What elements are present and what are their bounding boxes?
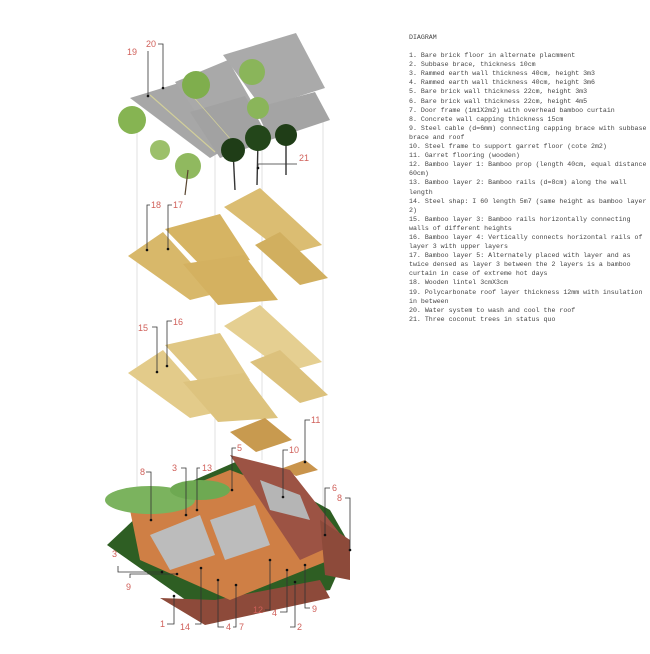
callout-9-left: 9	[126, 582, 131, 592]
legend-item: 12. Bamboo layer 1: Bamboo prop (length …	[409, 161, 647, 178]
legend-item: 5. Bare brick wall thickness 22cm, heigh…	[409, 88, 588, 96]
callout-1: 1	[160, 619, 165, 629]
callout-4-right: 4	[272, 608, 277, 618]
callout-8-left: 8	[140, 467, 145, 477]
callout-9-right: 9	[312, 604, 317, 614]
legend-item: 19. Polycarbonate roof layer thickness 1…	[409, 288, 643, 305]
legend-item: 4. Rammed earth wall thickness 40cm, hei…	[409, 79, 595, 87]
callout-7: 7	[239, 622, 244, 632]
legend-item: 21. Three coconut trees in status quo	[409, 315, 556, 323]
callout-5: 5	[237, 443, 242, 453]
bamboo-layer-3-4	[128, 305, 328, 422]
callout-8-right: 8	[337, 493, 342, 503]
callout-4-bottom: 4	[226, 622, 231, 632]
callout-18: 18	[151, 200, 161, 210]
legend-item: 14. Steel shap: I 60 length 5m7 (same he…	[409, 197, 647, 214]
callout-2: 2	[297, 622, 302, 632]
legend-item: 2. Subbase brace, thickness 10cm	[409, 61, 536, 69]
callout-13: 13	[202, 463, 212, 473]
legend-item: 3. Rammed earth wall thickness 40cm, hei…	[409, 70, 595, 78]
callout-15: 15	[138, 323, 148, 333]
legend-item: 6. Bare brick wall thickness 22cm, heigh…	[409, 97, 588, 105]
callout-10: 10	[289, 445, 299, 455]
legend-item: 13. Bamboo layer 2: Bamboo rails (d=8cm)…	[409, 179, 627, 196]
callout-16: 16	[173, 317, 183, 327]
legend-item: 7. Door frame (1m1X2m2) with overhead ba…	[409, 106, 615, 114]
legend-item: 8. Concrete wall capping thickness 15cm	[409, 115, 564, 123]
legend-item: 9. Steel cable (d=6mm) connecting cappin…	[409, 124, 647, 141]
callout-12: 12	[253, 605, 263, 615]
legend-title: DIAGRAM	[409, 34, 437, 41]
callout-labels: 19 20 21 18 17 15 16 11 10 5 8 3 13 6 8 …	[112, 39, 342, 632]
bamboo-layer-5	[128, 188, 328, 305]
diagram-legend: DIAGRAM 1. Bare brick floor in alternate…	[409, 33, 649, 324]
callout-14: 14	[180, 622, 190, 632]
callout-3-top: 3	[172, 463, 177, 473]
legend-item: 15. Bamboo layer 3: Bamboo rails horizon…	[409, 215, 631, 232]
callout-19: 19	[127, 47, 137, 57]
callout-3-left: 3	[112, 549, 117, 559]
trees	[118, 59, 269, 196]
callout-11: 11	[311, 415, 320, 425]
building-base	[107, 455, 350, 625]
legend-item: 17. Bamboo layer 5: Alternately placed w…	[409, 252, 631, 278]
callout-leaders	[117, 43, 352, 628]
legend-item: 1. Bare brick floor in alternate placmme…	[409, 52, 576, 60]
garret-flooring	[230, 418, 318, 476]
legend-item: 10. Steel frame to support garret floor …	[409, 143, 607, 151]
legend-item: 16. Bamboo layer 4: Vertically connects …	[409, 233, 643, 251]
legend-item: 20. Water system to wash and cool the ro…	[409, 306, 576, 314]
callout-6: 6	[332, 483, 337, 493]
callout-21: 21	[299, 153, 309, 163]
hedges	[105, 480, 230, 514]
legend-item: 11. Garret flooring (wooden)	[409, 152, 520, 160]
callout-17: 17	[173, 200, 183, 210]
callout-20: 20	[146, 39, 156, 49]
legend-item: 18. Wooden lintel 3cmX3cm	[409, 279, 508, 287]
coconut-trees	[221, 124, 297, 191]
